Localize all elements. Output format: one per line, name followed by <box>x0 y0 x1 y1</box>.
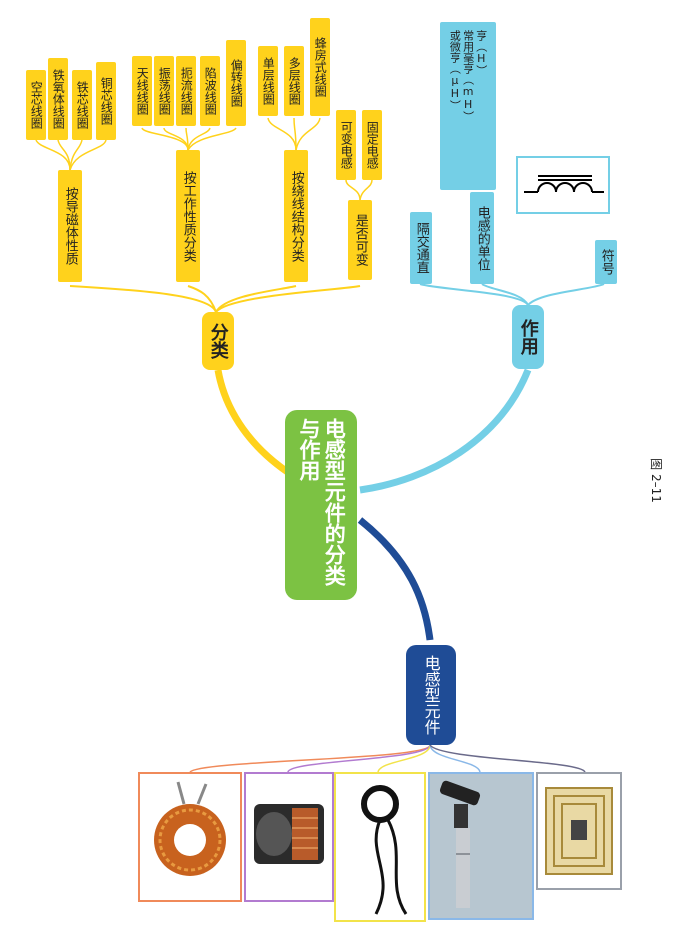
leaf-iron-core-coil: 铁芯线圈 <box>72 70 92 140</box>
photo-toroidal-coil <box>138 772 242 902</box>
photo-rfid-tag <box>536 772 622 890</box>
toroidal-coil-icon <box>154 781 226 876</box>
branch-classification: 分类 <box>202 312 234 370</box>
group-by-magnetic-core: 按导磁体性质 <box>58 170 82 282</box>
leaf-variable-inductor: 可变电感 <box>336 110 356 180</box>
function-symbol: 符号 <box>595 240 617 284</box>
leaf-trap-coil: 陷波线圈 <box>200 56 220 126</box>
leaf-antenna-coil: 天线线圈 <box>132 56 152 126</box>
photo-sensor-probe <box>428 772 534 920</box>
leaf-oscillator-coil: 振荡线圈 <box>154 56 174 126</box>
branch-components-label: 电感型元件 <box>421 655 441 735</box>
leaf-ferrite-coil: 铁氧体线圈 <box>48 58 68 140</box>
group-by-variability: 是否可变 <box>348 200 372 280</box>
power-inductor-icon <box>254 804 324 864</box>
inductor-symbol-box <box>516 156 610 214</box>
loop-antenna-icon <box>361 785 408 915</box>
leaf-honeycomb-coil: 蜂房式线圈 <box>310 18 330 116</box>
branch-classification-label: 分类 <box>207 323 229 359</box>
leaf-multi-layer-coil: 多层线圈 <box>284 46 304 116</box>
group-by-winding: 按绕线结构分类 <box>284 150 308 282</box>
leaf-single-layer-coil: 单层线圈 <box>258 46 278 116</box>
center-topic-label: 电感型元件的分类与作用 <box>297 418 347 586</box>
branch-function-label: 作用 <box>517 319 539 355</box>
inductor-symbol-icon <box>524 175 604 193</box>
leaf-copper-core-coil: 铜芯线圈 <box>96 62 116 140</box>
branch-function: 作用 <box>512 305 544 369</box>
leaf-deflection-coil: 偏转线圈 <box>226 40 246 126</box>
function-inductance-unit: 电感的单位 <box>470 192 494 284</box>
photo-power-inductor <box>244 772 334 902</box>
function-unit-detail: 亨（H） 常用毫亨（mH） 或微亨（μH） <box>440 22 496 190</box>
center-topic: 电感型元件的分类与作用 <box>285 410 357 600</box>
function-block-ac-pass-dc: 隔交通直 <box>410 212 432 284</box>
photo-loop-antenna <box>334 772 426 922</box>
figure-caption: 图 2–11 <box>648 458 663 503</box>
sensor-probe-icon <box>439 780 481 908</box>
leaf-fixed-inductor: 固定电感 <box>362 110 382 180</box>
leaf-air-core-coil: 空芯线圈 <box>26 70 46 140</box>
rfid-tag-icon <box>545 787 613 875</box>
branch-components: 电感型元件 <box>406 645 456 745</box>
leaf-choke-coil: 扼流线圈 <box>176 56 196 126</box>
group-by-function: 按工作性质分类 <box>176 150 200 282</box>
